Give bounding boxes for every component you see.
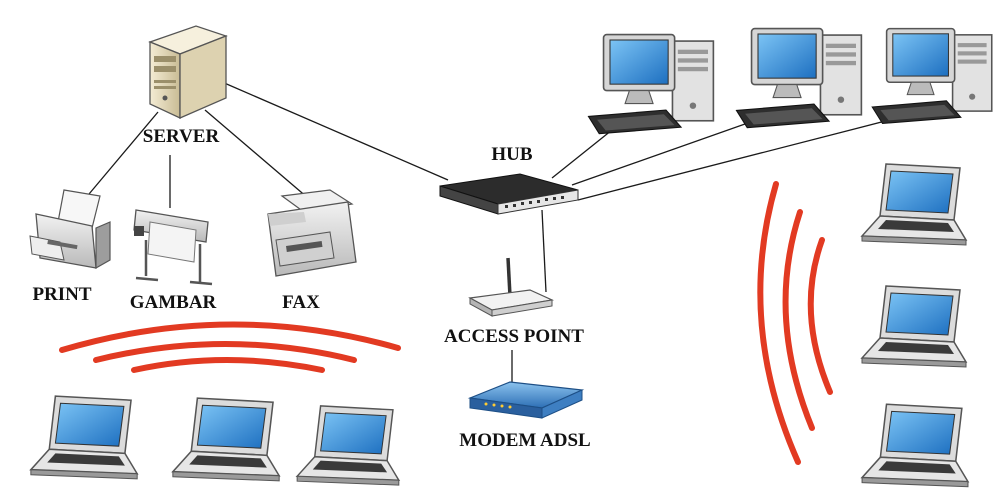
laptop-icon xyxy=(861,285,967,368)
connection-lines xyxy=(83,81,906,382)
laptop-icon xyxy=(861,403,969,488)
fax-label: FAX xyxy=(282,292,320,313)
printer-icon xyxy=(29,189,111,270)
wire-hub-access-point xyxy=(541,209,547,293)
wireless-signal-icon xyxy=(59,321,401,373)
laptop-icon xyxy=(30,395,138,480)
desktop-computer-icon xyxy=(587,33,715,135)
laptop-icon xyxy=(861,163,967,246)
plotter-icon xyxy=(133,209,213,286)
desktop-computer-icon xyxy=(871,27,993,125)
wireless-signal-icon xyxy=(757,181,833,465)
laptop-icon xyxy=(172,397,280,482)
fax-machine-icon xyxy=(267,189,357,277)
wire-server-fax xyxy=(204,109,309,199)
access-point-label: ACCESS POINT xyxy=(444,326,584,347)
wire-hub-desktop-2 xyxy=(571,117,763,186)
server-label: SERVER xyxy=(143,126,220,147)
hub-label: HUB xyxy=(491,144,533,165)
wire-hub-desktop-3 xyxy=(577,115,906,201)
adsl-modem-icon xyxy=(467,381,585,419)
wire-server-hub xyxy=(221,81,449,181)
laptop-icon xyxy=(296,405,400,486)
server-tower-icon xyxy=(148,25,228,120)
wire-server-print xyxy=(83,111,159,201)
wireless-router-icon xyxy=(468,257,555,317)
print-label: PRINT xyxy=(32,284,91,305)
gambar-label: GAMBAR xyxy=(130,292,217,313)
desktop-computer-icon xyxy=(735,27,863,129)
network-hub-icon xyxy=(439,173,579,215)
modem-label: MODEM ADSL xyxy=(459,430,590,451)
